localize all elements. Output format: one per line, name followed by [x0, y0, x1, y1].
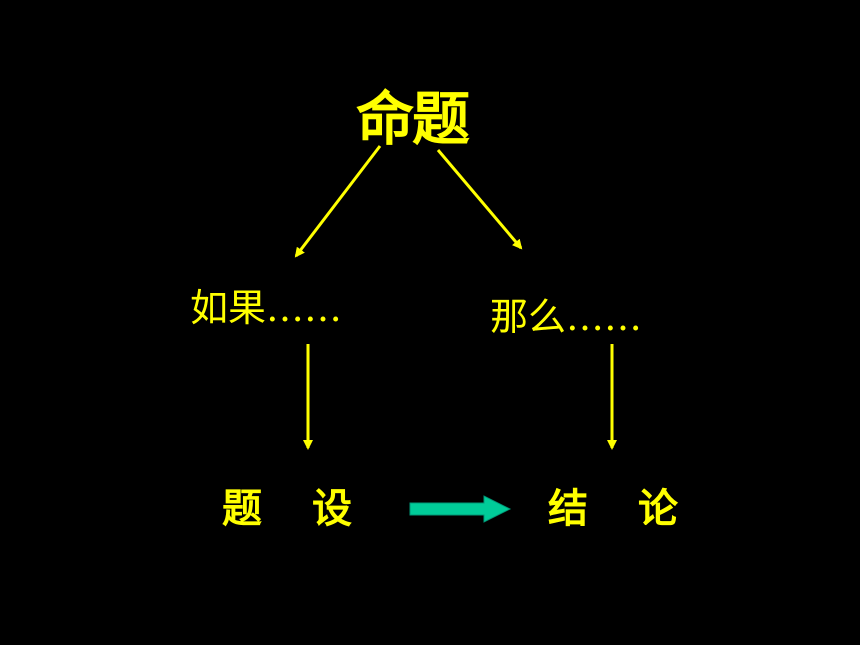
- then-label: 那么……: [490, 295, 643, 339]
- arrow-title-to-if: [294, 145, 382, 258]
- arrow-hypothesis-to-conclusion: [409, 495, 512, 523]
- hypothesis-label: 题设: [222, 486, 402, 532]
- conclusion-label: 结论: [548, 486, 728, 532]
- arrow-title-to-then: [436, 149, 523, 250]
- diagram-title: 命题: [356, 85, 470, 153]
- if-label: 如果……: [190, 286, 343, 330]
